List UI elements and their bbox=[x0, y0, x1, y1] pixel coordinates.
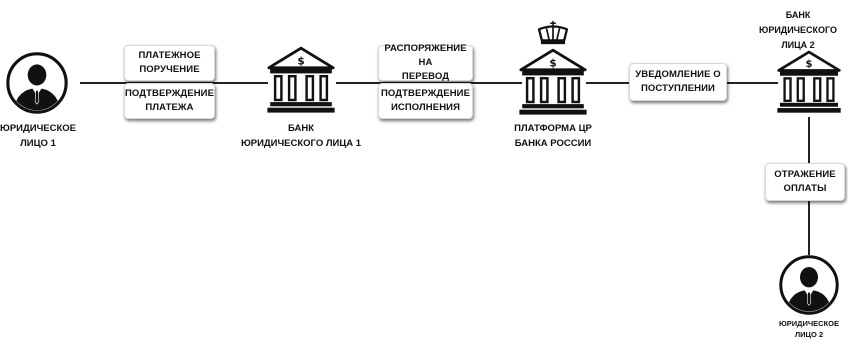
bank-1-icon bbox=[266, 44, 336, 114]
transfer-order-box: РАСПОРЯЖЕНИЕ НА ПЕРЕВОД bbox=[378, 43, 473, 82]
legal-entity-2-icon bbox=[779, 255, 839, 315]
payment-order-box: ПЛАТЕЖНОЕ ПОРУЧЕНИЕ bbox=[124, 45, 215, 81]
payment-reflection-box: ОТРАЖЕНИЕ ОПЛАТЫ bbox=[765, 163, 845, 201]
legal-entity-1-label: ЮРИДИЧЕСКОЕ ЛИЦО 1 bbox=[0, 123, 76, 149]
bank-2-label: БАНК ЮРИДИЧЕСКОГО ЛИЦА 2 bbox=[759, 10, 837, 50]
crown-icon bbox=[534, 20, 572, 46]
bank-1-label: БАНК ЮРИДИЧЕСКОГО ЛИЦА 1 bbox=[240, 123, 362, 149]
legal-entity-2-label: ЮРИДИЧЕСКОЕ ЛИЦО 2 bbox=[779, 319, 839, 339]
platform-label: ПЛАТФОРМА ЦР БАНКА РОССИИ bbox=[514, 123, 592, 149]
receipt-notice-box: УВЕДОМЛЕНИЕ О ПОСТУПЛЕНИИ bbox=[629, 63, 727, 101]
legal-entity-1-icon bbox=[6, 52, 68, 114]
payment-confirmation-box: ПОДТВЕРЖДЕНИЕ ПЛАТЕЖА bbox=[124, 83, 215, 119]
platform-bank-icon bbox=[518, 46, 588, 116]
bank-2-icon bbox=[776, 46, 842, 116]
execution-confirmation-box: ПОДТВЕРЖДЕНИЕ ИСПОЛНЕНИЯ bbox=[378, 83, 473, 119]
